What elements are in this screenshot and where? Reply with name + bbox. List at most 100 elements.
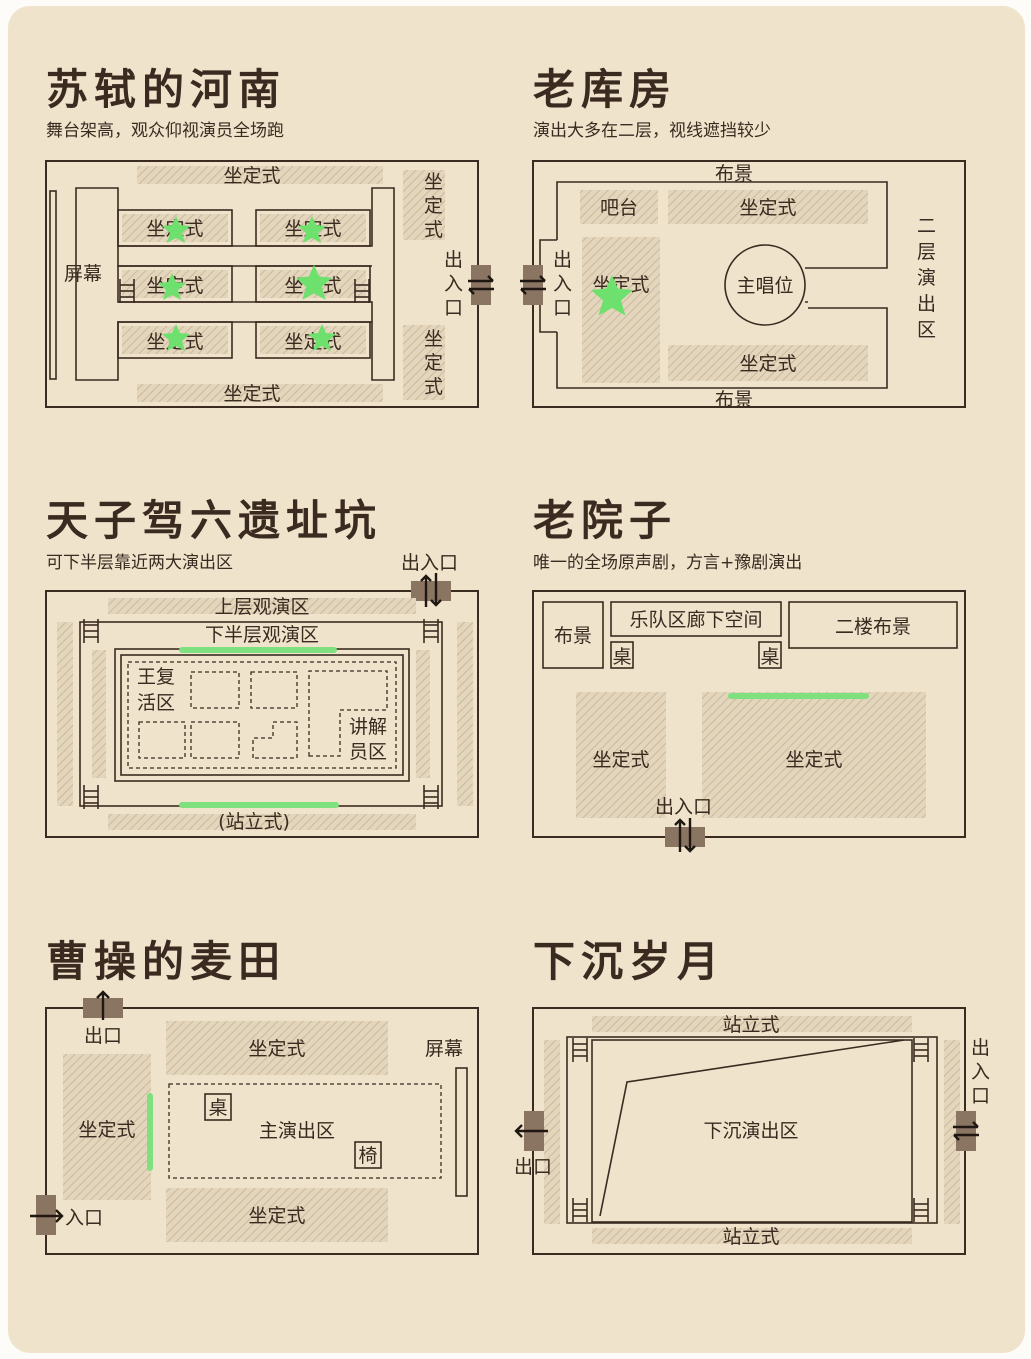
standing-bottom-label: 站立式 [722, 1226, 779, 1248]
sunken-stage-label: 下沉演出区 [703, 1120, 798, 1142]
standing-top-label: 站立式 [722, 1014, 779, 1036]
panel-subtitle: 唯一的全场原声剧，方言+豫剧演出 [533, 553, 802, 573]
screen-bar [49, 190, 57, 380]
side-area-left [57, 622, 73, 806]
seat-area-top [166, 1021, 388, 1075]
panel-laoku: 老库房 演出大多在二层，视线遮挡较少 布景 布景 主唱位 吧台 坐定式 坐定式 … [518, 65, 966, 411]
guide-area-label: 讲解员区 [349, 716, 387, 763]
standing-area-top [592, 1016, 912, 1032]
main-singer-circle [724, 244, 806, 326]
scenery-label: 布景 [554, 625, 592, 647]
stage-outline [556, 181, 888, 389]
seat-area-left [576, 692, 666, 818]
table-box [204, 1093, 232, 1121]
seat-right-bottom-label: 坐定式 [424, 328, 443, 398]
wang-area-label: 王复活区 [137, 666, 175, 714]
scenery-top-label: 布景 [715, 163, 753, 185]
seat-area-right-bottom [403, 325, 445, 400]
two-way-arrow-icon [420, 573, 442, 607]
panel-title: 天子驾六遗址坑 [46, 496, 382, 545]
exit-label: 出入口 [553, 249, 572, 319]
panel-tianzi: 天子驾六遗址坑 可下半层靠近两大演出区 出入口 上层观演区 (站立式) 下半层观… [45, 496, 479, 838]
upper-viewing-label: 上层观演区 [214, 596, 309, 618]
lower-outer-area [108, 814, 416, 830]
two-way-arrow-icon [674, 818, 696, 853]
seat-right-top-label: 坐定式 [424, 171, 443, 241]
right-arrow-icon [30, 1209, 64, 1223]
screen-label: 屏幕 [64, 263, 102, 285]
seat-area-top [668, 190, 868, 224]
panel-laoyuan: 老院子 唯一的全场原声剧，方言+豫剧演出 布景 乐队区廊下空间 桌 桌 二楼布景… [532, 496, 966, 853]
up-arrow-icon [96, 990, 110, 1020]
table-left-label: 桌 [612, 646, 631, 668]
exit-label: 出入口 [401, 552, 458, 574]
panel-title: 曹操的麦田 [46, 937, 286, 986]
exit-door [523, 265, 543, 305]
seat-area-bottom [668, 345, 868, 381]
panel-sushi: 苏轼的河南 舞台架高，观众仰视演员全场跑 屏幕 坐定式 坐定式 坐定式 坐定式 … [45, 65, 496, 408]
band-area-label: 乐队区廊下空间 [629, 609, 762, 631]
table-box [758, 641, 782, 669]
panel-subtitle: 可下半层靠近两大演出区 [46, 553, 233, 573]
sunken-pit-inner [591, 1039, 913, 1223]
side-area-right [457, 622, 473, 806]
panel-title: 老院子 [533, 496, 677, 545]
exit-door [411, 581, 451, 601]
exit-door [956, 1111, 976, 1151]
seat-top-label: 坐定式 [739, 197, 796, 219]
seat-area-top [137, 166, 383, 184]
screen-bar [455, 1067, 468, 1197]
seat-area-left [63, 1054, 151, 1200]
main-stage-label: 主演出区 [259, 1120, 335, 1142]
chair-label: 椅 [358, 1145, 377, 1167]
seat-top-label: 坐定式 [248, 1038, 305, 1060]
exit-right-label: 出入口 [971, 1037, 990, 1107]
upper-viewing-area [108, 598, 416, 614]
panel-subtitle: 演出大多在二层，视线遮挡较少 [533, 121, 771, 141]
chair-box [354, 1141, 382, 1169]
side-area-right [944, 1040, 960, 1224]
venue-outline [45, 1007, 479, 1255]
exit-label: 出入口 [655, 796, 712, 818]
exit-left-label: 出口 [514, 1156, 552, 1178]
bar-area [580, 190, 658, 224]
main-singer-label: 主唱位 [736, 275, 793, 297]
bar-label: 吧台 [600, 197, 638, 219]
panel-title: 苏轼的河南 [46, 65, 286, 114]
standing-area-bottom [592, 1228, 912, 1244]
screen-label: 屏幕 [425, 1038, 463, 1060]
seat-right-label: 坐定式 [785, 749, 842, 771]
seat-bottom-label: 坐定式 [223, 383, 280, 405]
upstairs-scenery-label: 二楼布景 [835, 616, 911, 638]
seat-top-label: 坐定式 [223, 165, 280, 187]
standing-label: (站立式) [218, 811, 290, 833]
seat-bottom-label: 坐定式 [739, 353, 796, 375]
panel-caocao: 曹操的麦田 出口 坐定式 屏幕 坐定式 主演出区 桌 椅 坐定式 入口 [30, 937, 479, 1255]
table-label: 桌 [208, 1097, 227, 1119]
side-area-left [544, 1040, 560, 1224]
seat-left-label: 坐定式 [78, 1119, 135, 1141]
table-box [610, 641, 634, 669]
band-area-box [610, 601, 782, 637]
panel-subtitle: 舞台架高，观众仰视演员全场跑 [46, 121, 284, 141]
second-floor-label: 二层演出区 [917, 215, 936, 341]
exit-label: 出入口 [444, 249, 463, 319]
sunken-pit-outer [566, 1036, 938, 1224]
entrance-label: 入口 [65, 1207, 103, 1229]
left-arrow-icon [514, 1124, 548, 1138]
scenery-box [542, 601, 604, 669]
seat-bottom-label: 坐定式 [248, 1205, 305, 1227]
exit-door [665, 827, 705, 847]
venue-outline [532, 590, 966, 838]
seat-area-bottom [166, 1188, 388, 1242]
main-stage-outline [168, 1083, 442, 1179]
panel-title: 下沉岁月 [533, 937, 725, 986]
exit-door [471, 265, 491, 305]
table-right-label: 桌 [760, 646, 779, 668]
seat-area-right-top [403, 170, 445, 240]
seat-area-right [702, 692, 926, 818]
upstairs-scenery-box [788, 601, 958, 649]
scenery-bottom-label: 布景 [715, 389, 753, 411]
exit-label: 出口 [84, 1025, 122, 1047]
